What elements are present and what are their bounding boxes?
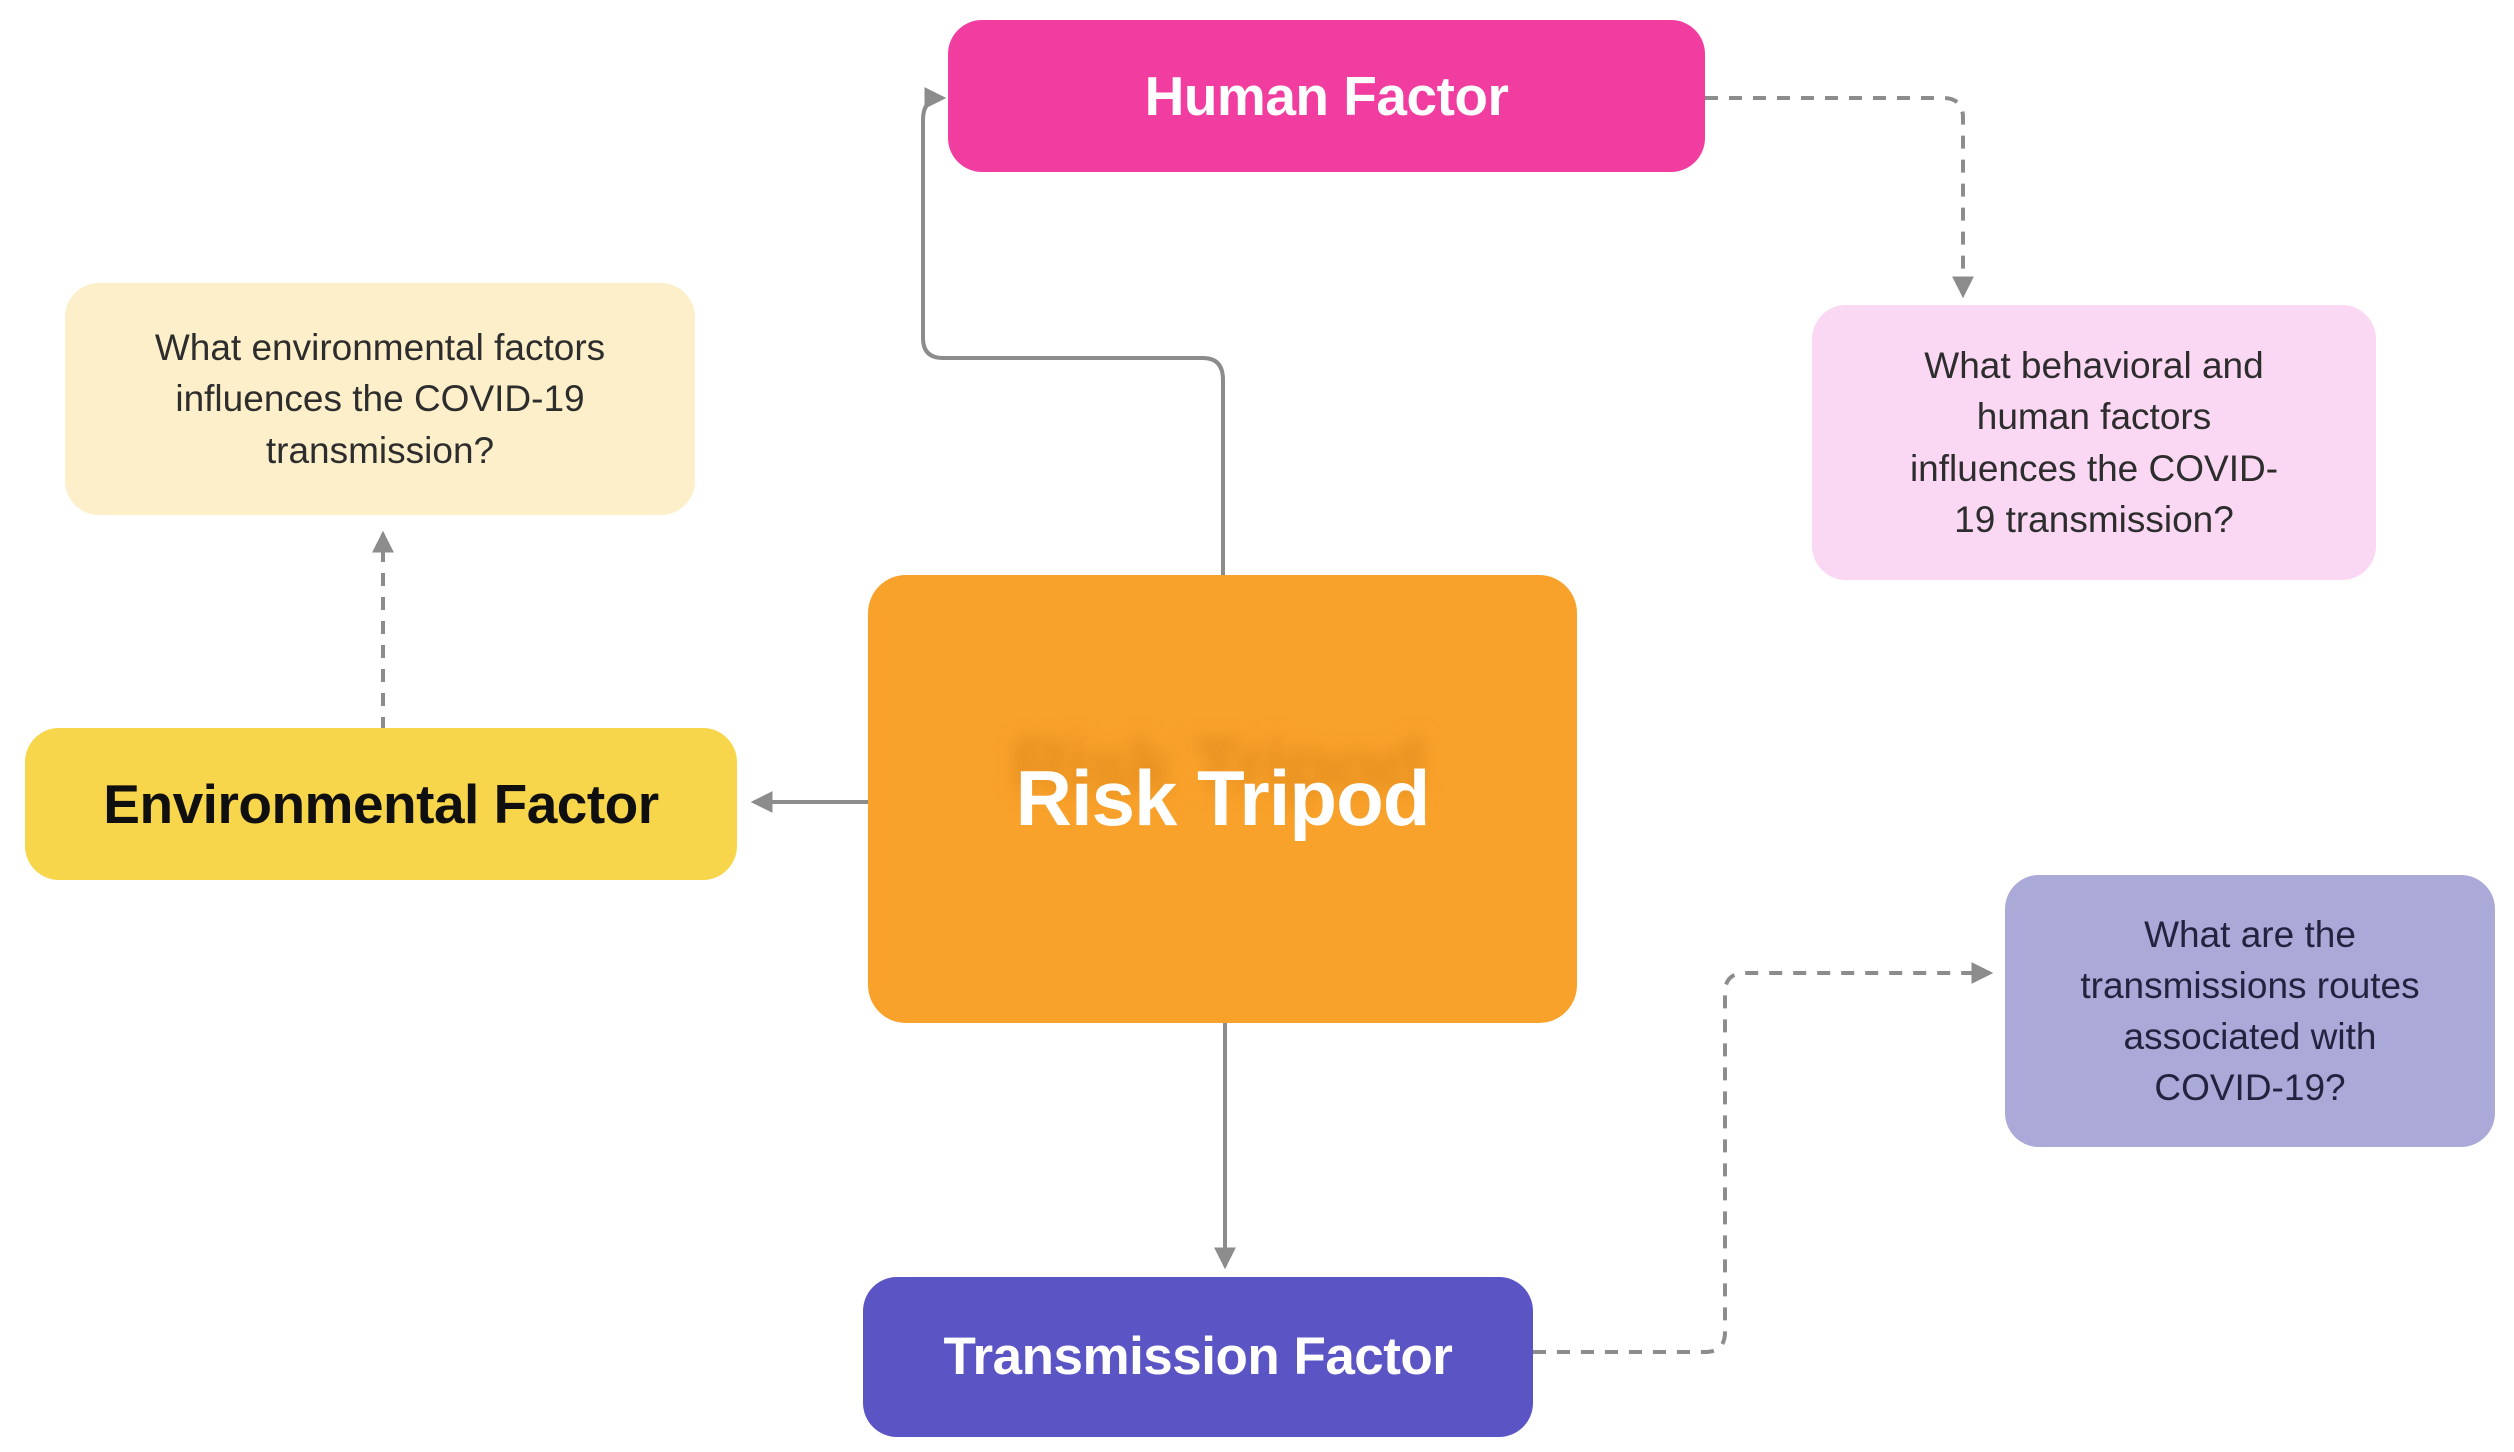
transmission-factor-label: Transmission Factor [943,1326,1453,1386]
transmission-question-text: What are the transmissions routes associ… [2080,913,2420,1109]
human-factor-label: Human Factor [1144,64,1509,127]
risk-tripod-label: Risk Tripod [1015,754,1431,843]
callout-human-question: What behavioral and human factors influe… [1812,305,2376,580]
edge-human-factor-to-question [1705,96,1974,299]
human-question-text: What behavioral and human factors influe… [1909,345,2279,540]
node-risk-tripod: Risk Tripod [868,575,1577,1023]
environmental-question-text: What environmental factors influences th… [154,327,606,471]
node-environmental-factor: Environmental Factor [25,728,737,880]
environmental-factor-label: Environmental Factor [103,772,659,835]
edge-risk-tripod-to-human-factor [921,87,1225,575]
node-transmission-factor: Transmission Factor [863,1277,1533,1437]
node-human-factor: Human Factor [948,20,1705,172]
callout-environmental-question: What environmental factors influences th… [65,283,695,515]
callout-transmission-question: What are the transmissions routes associ… [2005,875,2495,1147]
edge-transmission-factor-to-question [1533,962,1994,1354]
